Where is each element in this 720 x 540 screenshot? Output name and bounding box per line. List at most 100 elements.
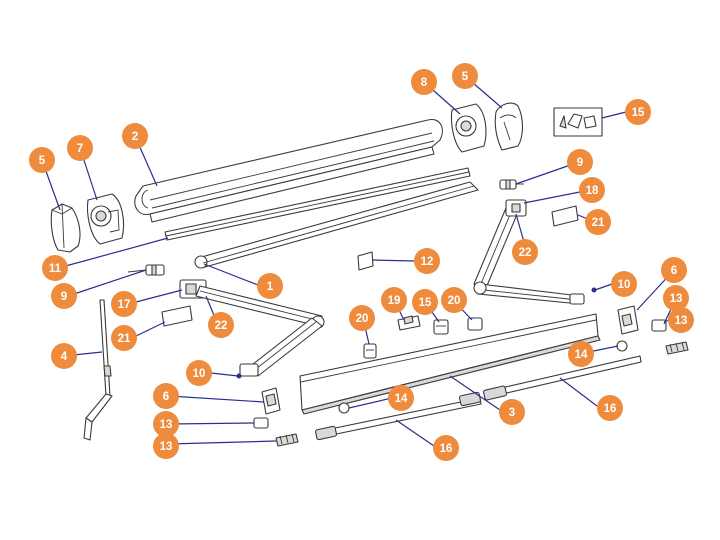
callout-2: 2 [122, 123, 148, 149]
bracket-with-gear-right-part [450, 103, 487, 153]
svg-text:21: 21 [592, 217, 605, 229]
svg-text:14: 14 [575, 349, 588, 361]
callout-14-right: 14 [568, 341, 594, 367]
callout-13-left-upper: 13 [153, 411, 179, 437]
callout-7: 7 [67, 135, 93, 161]
callout-8: 8 [411, 69, 437, 95]
roller-tube-part [194, 181, 479, 269]
svg-text:5: 5 [39, 155, 46, 167]
clip-15-middle-part [433, 319, 449, 335]
clip-20-left-part [363, 343, 377, 359]
svg-text:2: 2 [132, 131, 138, 143]
tension-rod-upper-part [483, 355, 642, 401]
callout-10-left: 10 [186, 360, 212, 386]
callout-14-left: 14 [388, 385, 414, 411]
svg-text:20: 20 [448, 295, 461, 307]
callout-13-left-lower: 13 [153, 433, 179, 459]
bracket-with-gear-left-part [86, 193, 125, 245]
callout-13-right-upper: 13 [663, 285, 689, 311]
callout-22-right: 22 [512, 239, 538, 265]
callout-15-middle: 15 [412, 289, 438, 315]
callout-6-right: 6 [661, 257, 687, 283]
callout-10-right: 10 [611, 271, 637, 297]
callout-13-right-lower: 13 [668, 307, 694, 333]
end-cap-left-part [50, 203, 81, 253]
callout-5-right: 5 [452, 63, 478, 89]
svg-text:17: 17 [118, 299, 131, 311]
svg-text:16: 16 [440, 443, 453, 455]
callouts: 5 7 2 8 5 15 9 18 [29, 63, 694, 461]
svg-text:3: 3 [509, 407, 515, 419]
svg-text:11: 11 [49, 263, 62, 275]
callout-4: 4 [51, 343, 77, 369]
arm-cover-right-part [551, 205, 579, 227]
callout-3: 3 [499, 399, 525, 425]
svg-text:4: 4 [61, 351, 68, 363]
knob-14-right-part [616, 340, 628, 352]
cassette-profile-part [134, 118, 443, 223]
arm-cover-left-part [161, 305, 193, 327]
callout-21-left: 21 [111, 325, 137, 351]
svg-text:19: 19 [388, 295, 401, 307]
svg-text:13: 13 [160, 419, 173, 431]
folding-arm-right-part [473, 199, 585, 305]
callout-20-left: 20 [349, 305, 375, 331]
svg-text:9: 9 [577, 157, 583, 169]
callout-9-left: 9 [51, 283, 77, 309]
front-bar-part [299, 313, 601, 415]
callout-5-left: 5 [29, 147, 55, 173]
svg-text:13: 13 [670, 293, 683, 305]
leader-lines [41, 75, 677, 447]
callout-16-right: 16 [597, 395, 623, 421]
callout-21-right: 21 [585, 209, 611, 235]
callout-1: 1 [257, 273, 283, 299]
callout-22-left: 22 [208, 312, 234, 338]
svg-text:15: 15 [632, 107, 645, 119]
callout-11: 11 [42, 255, 68, 281]
small-cap-13-right-b-part [665, 341, 689, 355]
svg-text:15: 15 [419, 297, 432, 309]
clip-19-part [397, 315, 421, 331]
crank-handle-part [83, 299, 113, 441]
svg-text:20: 20 [356, 313, 369, 325]
callout-17: 17 [111, 291, 137, 317]
svg-text:22: 22 [215, 320, 228, 332]
callout-6-left: 6 [153, 383, 179, 409]
crank-eye-left-part [127, 264, 165, 276]
svg-text:5: 5 [462, 71, 469, 83]
svg-text:7: 7 [77, 143, 83, 155]
svg-text:18: 18 [586, 185, 599, 197]
lower-profile-strip-part [164, 167, 471, 241]
callout-20-middle: 20 [441, 287, 467, 313]
callout-12: 12 [414, 248, 440, 274]
svg-text:13: 13 [160, 441, 173, 453]
small-cap-13-left-a-part [253, 417, 269, 429]
svg-text:22: 22 [519, 247, 532, 259]
svg-text:10: 10 [193, 368, 206, 380]
callout-15-inset: 15 [625, 99, 651, 125]
small-plate-part [357, 251, 374, 271]
small-cap-13-left-b-part [275, 433, 299, 447]
knob-14-left-part [338, 402, 350, 414]
front-bar-cap-right-part [617, 305, 639, 335]
callout-16-left: 16 [433, 435, 459, 461]
callout-18: 18 [579, 177, 605, 203]
svg-text:12: 12 [421, 256, 434, 268]
svg-text:14: 14 [395, 393, 408, 405]
clip-20-middle-part [467, 317, 483, 331]
small-cap-13-right-a-part [651, 319, 667, 332]
svg-text:21: 21 [118, 333, 131, 345]
end-cap-right-part [494, 102, 524, 151]
callout-9-top: 9 [567, 149, 593, 175]
callout-19: 19 [381, 287, 407, 313]
svg-text:9: 9 [61, 291, 67, 303]
clip-set-inset-part [553, 107, 603, 137]
svg-text:8: 8 [421, 77, 428, 89]
svg-text:16: 16 [604, 403, 617, 415]
folding-arm-left-part [179, 279, 325, 377]
crank-eye-top-part [499, 179, 524, 190]
svg-text:10: 10 [618, 279, 631, 291]
svg-text:13: 13 [675, 315, 688, 327]
svg-text:1: 1 [267, 281, 274, 293]
